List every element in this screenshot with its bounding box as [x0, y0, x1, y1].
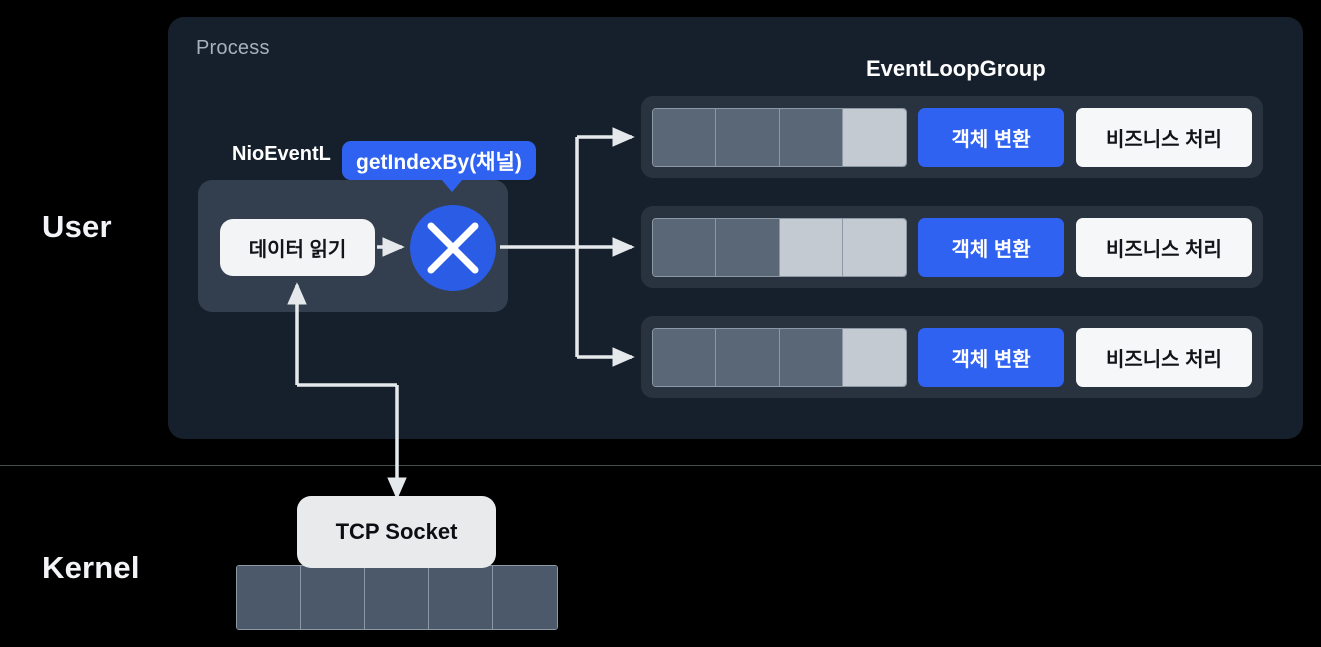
buffer-cell: [653, 328, 717, 386]
buffer-cell: [843, 328, 907, 386]
process-title: Process: [196, 37, 270, 59]
object-convert-button[interactable]: 객체 변환: [918, 217, 1064, 277]
tcp-socket-box[interactable]: TCP Socket: [297, 496, 496, 568]
buffer-cell: [716, 218, 780, 276]
buffer-cell: [843, 218, 907, 276]
event-loop-row: 객체 변환 비즈니스 처리: [641, 96, 1263, 178]
nio-event-loop-label: NioEventL: [232, 143, 331, 165]
buffer-cell: [779, 218, 844, 276]
kernel-buffer-cell: [493, 566, 557, 629]
business-process-button[interactable]: 비즈니스 처리: [1075, 217, 1252, 277]
buffer-cell: [779, 328, 844, 386]
read-data-box[interactable]: 데이터 읽기: [220, 219, 375, 276]
event-loop-buffer: [652, 107, 908, 167]
business-process-button[interactable]: 비즈니스 처리: [1075, 327, 1252, 387]
buffer-cell: [779, 108, 844, 166]
event-loop-group-title: EventLoopGroup: [866, 56, 1046, 81]
buffer-cell: [716, 108, 780, 166]
kernel-buffer-cell: [365, 566, 429, 629]
event-loop-buffer: [652, 327, 908, 387]
object-convert-button[interactable]: 객체 변환: [918, 107, 1064, 167]
event-loop-row: 객체 변환 비즈니스 처리: [641, 316, 1263, 398]
get-index-by-tooltip: getIndexBy(채널): [342, 141, 536, 180]
kernel-socket-buffer: [236, 565, 558, 630]
buffer-cell: [653, 218, 717, 276]
business-process-button[interactable]: 비즈니스 처리: [1075, 107, 1252, 167]
buffer-cell: [653, 108, 717, 166]
buffer-cell: [716, 328, 780, 386]
kernel-buffer-cell: [237, 566, 301, 629]
buffer-cell: [843, 108, 907, 166]
kernel-buffer-cell: [429, 566, 493, 629]
event-loop-buffer: [652, 217, 908, 277]
user-space-label: User: [42, 209, 112, 244]
kernel-space-label: Kernel: [42, 550, 140, 585]
object-convert-button[interactable]: 객체 변환: [918, 327, 1064, 387]
kernel-buffer-cell: [301, 566, 365, 629]
x-cross-icon[interactable]: [410, 205, 496, 291]
event-loop-row: 객체 변환 비즈니스 처리: [641, 206, 1263, 288]
tooltip-pointer-icon: [441, 179, 463, 192]
user-kernel-divider: [0, 465, 1321, 466]
